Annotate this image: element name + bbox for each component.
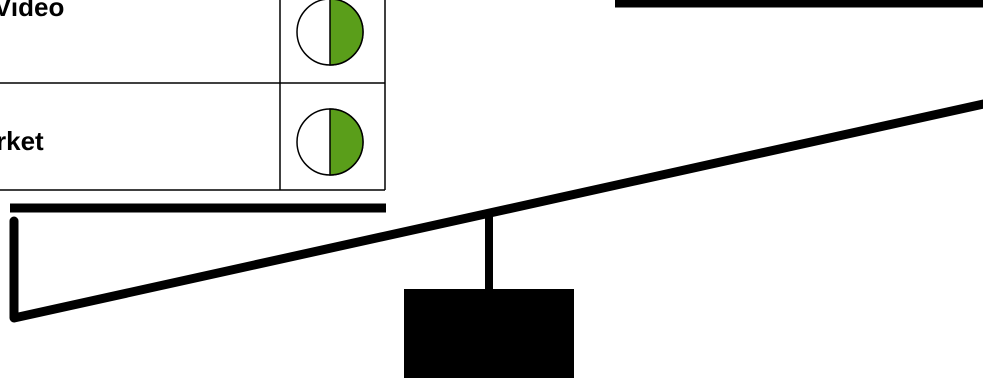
harvey-ball-icon (296, 108, 364, 176)
scale-base (404, 289, 574, 378)
balance-scale (9, 0, 983, 378)
harvey-ball-icon (296, 0, 364, 66)
table-row-label: rket (0, 126, 44, 156)
table-row-label: Video (0, 0, 64, 22)
options-table: Video rket (0, 0, 386, 191)
scale-beam (9, 99, 983, 323)
